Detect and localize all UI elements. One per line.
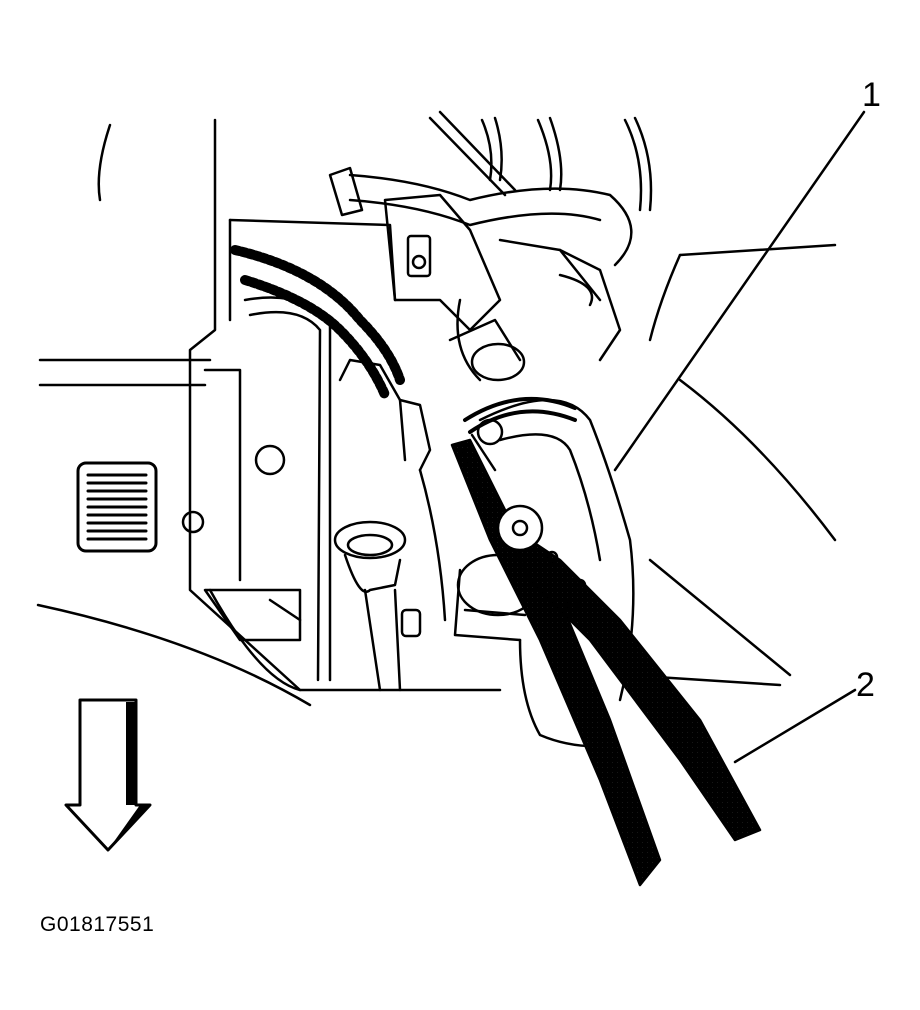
hose-clamp xyxy=(463,396,577,446)
callout-leaders xyxy=(613,110,866,764)
leader-line-1 xyxy=(613,110,866,472)
engine-housing xyxy=(181,118,502,692)
body-panel-lines xyxy=(36,123,837,707)
leader-line-2 xyxy=(733,688,857,764)
vacuum-lines xyxy=(328,110,653,362)
callout-2-label: 2 xyxy=(856,666,875,704)
down-arrow-icon xyxy=(64,698,152,852)
wiring-harness xyxy=(230,245,405,400)
hose-clamp-pliers xyxy=(450,433,762,887)
sensor-block xyxy=(383,193,526,382)
oil-filler-cap xyxy=(333,520,422,692)
callout-1-label: 1 xyxy=(862,76,881,114)
vent-grille xyxy=(76,461,158,553)
figure-id-label: G01817551 xyxy=(40,913,155,936)
